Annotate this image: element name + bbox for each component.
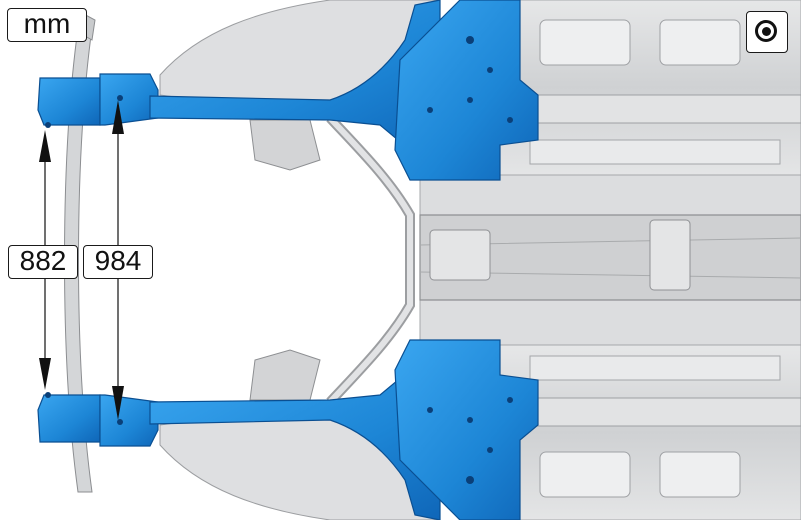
arrow-882-bottom: [39, 358, 51, 390]
rail-bracket-top: [99, 73, 159, 126]
view-icon-dot: [762, 27, 771, 36]
floor-pocket: [539, 19, 631, 66]
center-tunnel: [419, 214, 801, 301]
arrow-984-bottom: [112, 386, 124, 420]
crossmember-2: [519, 397, 801, 427]
dimension-label-outer: 984: [83, 245, 153, 279]
tunnel-bracket: [429, 229, 491, 281]
front-rail-top: [149, 0, 441, 151]
crossmember-4: [529, 355, 781, 381]
crossmember-1: [519, 94, 801, 124]
crash-box-top: [37, 77, 101, 126]
arrow-984-top: [112, 100, 124, 134]
dimension-label-inner: 882: [8, 245, 78, 279]
front-rail-bottom: [149, 369, 441, 520]
floor-pocket: [659, 451, 741, 498]
sill-node-bottom: [394, 339, 539, 520]
crash-box-bottom: [37, 394, 101, 443]
view-from-above-icon: [746, 11, 788, 53]
sill-node-top: [394, 0, 539, 181]
unit-label: mm: [7, 8, 87, 42]
floor-pocket: [659, 19, 741, 66]
highlighted-front-rails: [37, 0, 539, 520]
strut-tower-bottom: [249, 349, 321, 401]
bumper-beam: [64, 27, 93, 493]
crossmember-3: [529, 139, 781, 165]
arrow-882-top: [39, 130, 51, 162]
view-icon-ring: [755, 20, 777, 42]
firewall-inner: [327, 115, 413, 405]
rail-holes: [45, 36, 513, 484]
floor-pocket: [539, 451, 631, 498]
rail-bracket-bottom: [99, 394, 159, 447]
tunnel-bracket: [649, 219, 691, 291]
strut-tower-top: [249, 119, 321, 171]
